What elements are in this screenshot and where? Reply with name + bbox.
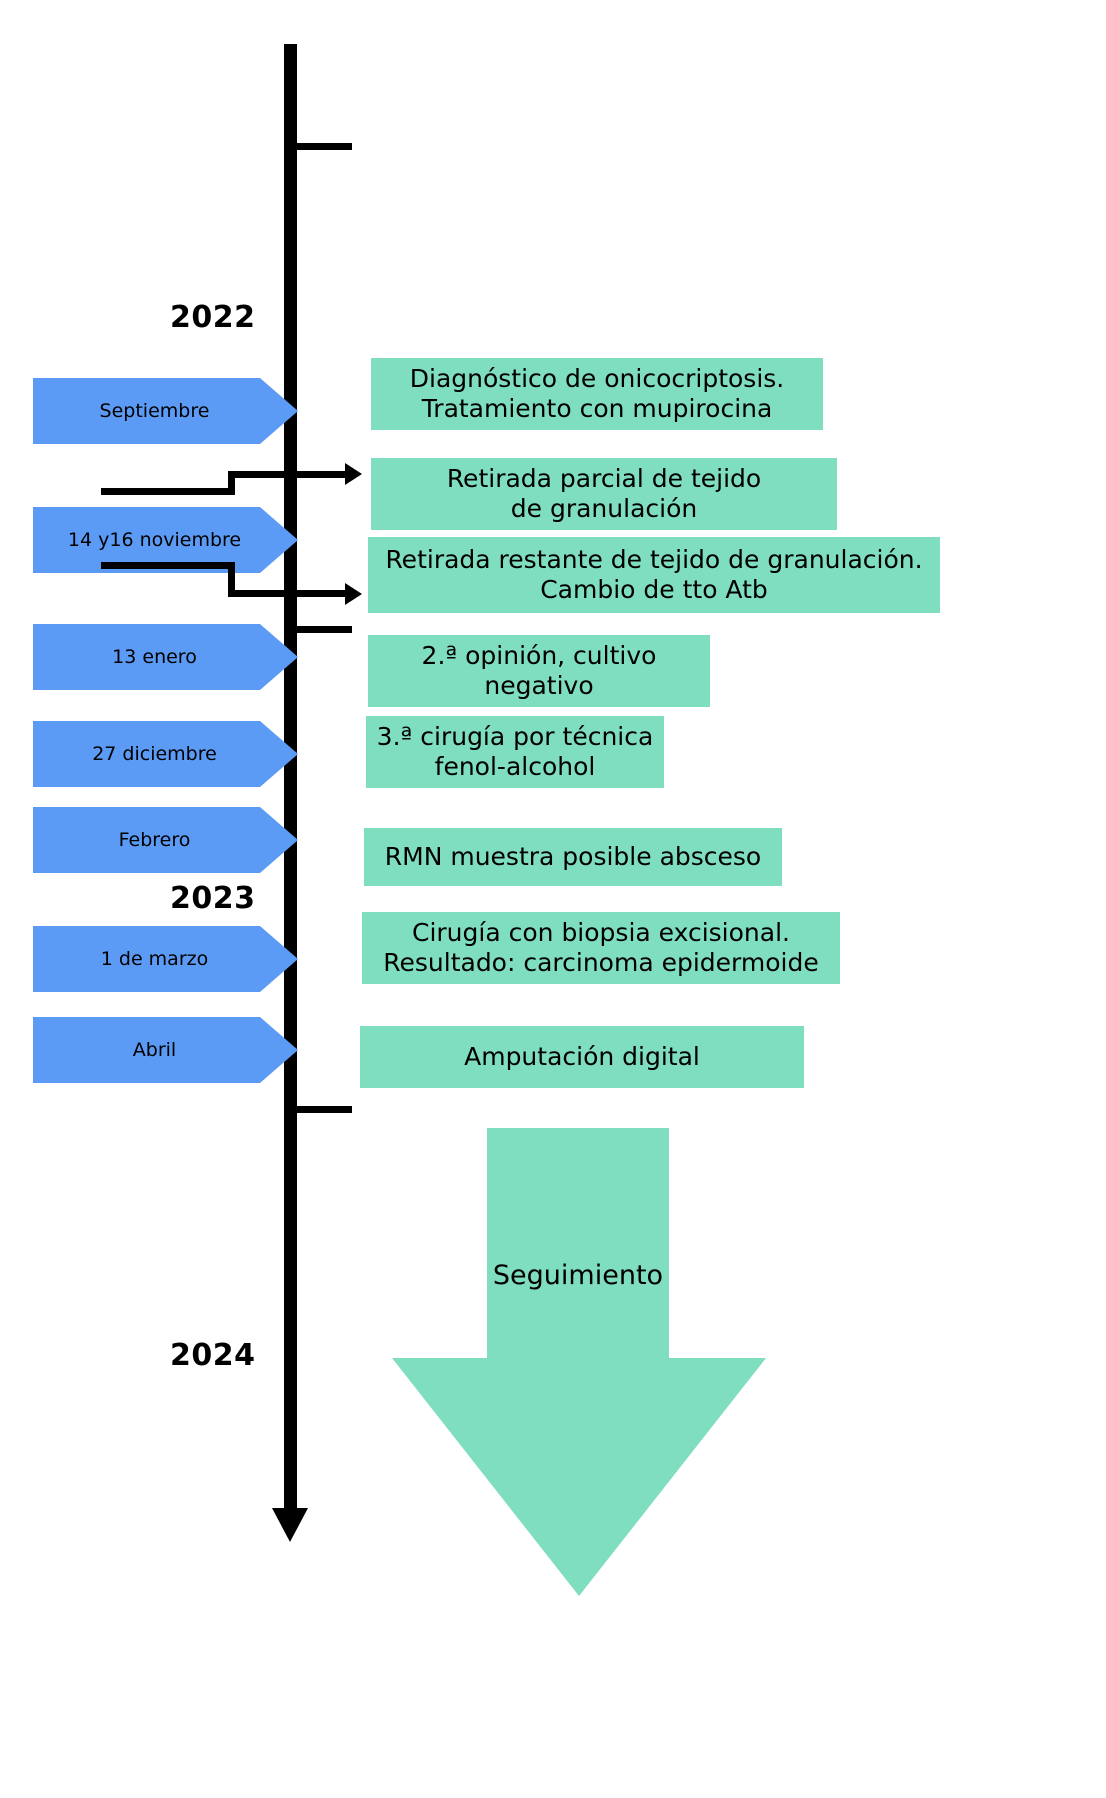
event-line-2: Tratamiento con mupirocina (421, 394, 773, 423)
date-chevron-marzo[interactable]: 1 de marzo (33, 926, 298, 992)
event-line-1: RMN muestra posible absceso (384, 841, 762, 871)
event-box-diagnostico[interactable]: Diagnóstico de onicocriptosis. Tratamien… (371, 358, 823, 430)
event-line-1: Retirada parcial de tejido (446, 463, 762, 493)
followup-arrow-head (392, 1358, 766, 1596)
event-box-retirada-parcial[interactable]: Retirada parcial de tejido de granulació… (371, 458, 837, 530)
date-chevron-febrero[interactable]: Febrero (33, 807, 298, 873)
date-chevron-label: 1 de marzo (100, 948, 209, 970)
axis-tick-top (290, 143, 352, 150)
date-chevron-label: 13 enero (112, 646, 197, 668)
connector-noviembre-1-segment-upper (228, 471, 348, 478)
followup-label: Seguimiento (492, 1260, 664, 1291)
year-label-2022: 2022 (170, 300, 256, 335)
event-line-1: Cirugía con biopsia excisional. (412, 917, 790, 947)
date-chevron-enero[interactable]: 13 enero (33, 624, 298, 690)
event-box-tercera-cirugia[interactable]: 3.ª cirugía por técnica fenol-alcohol (366, 716, 664, 788)
timeline-axis-shaft (284, 44, 297, 1514)
date-chevron-diciembre[interactable]: 27 diciembre (33, 721, 298, 787)
event-line-2: de granulación (510, 494, 698, 523)
date-chevron-septiembre[interactable]: Septiembre (33, 378, 298, 444)
date-chevron-label: 14 y16 noviembre (67, 529, 242, 551)
event-box-retirada-restante[interactable]: Retirada restante de tejido de granulaci… (368, 537, 940, 613)
event-line-1: 3.ª cirugía por técnica (376, 721, 654, 751)
event-box-biopsia[interactable]: Cirugía con biopsia excisional. Resultad… (362, 912, 840, 984)
date-chevron-abril[interactable]: Abril (33, 1017, 298, 1083)
connector-noviembre-2-arrowhead (345, 583, 362, 605)
axis-tick-bottom (290, 1106, 352, 1113)
axis-tick-enero (290, 626, 352, 633)
date-chevron-label: Febrero (118, 829, 191, 851)
connector-noviembre-1-segment-lower (101, 488, 235, 495)
event-line-1: 2.ª opinión, cultivo (421, 640, 657, 670)
event-box-rmn[interactable]: RMN muestra posible absceso (364, 828, 782, 886)
connector-noviembre-2-segment-upper (101, 562, 235, 569)
year-label-2024: 2024 (170, 1338, 256, 1373)
event-line-1: Amputación digital (464, 1041, 700, 1071)
event-line-2: Cambio de tto Atb (540, 575, 768, 604)
date-chevron-label: Abril (132, 1039, 177, 1061)
followup-arrow-shaft (487, 1128, 669, 1358)
connector-noviembre-1-riser (228, 471, 235, 495)
connector-noviembre-1-arrowhead (345, 463, 362, 485)
event-line-2: negativo (484, 671, 594, 700)
date-chevron-label: 27 diciembre (92, 743, 217, 765)
event-box-amputacion[interactable]: Amputación digital (360, 1026, 804, 1088)
timeline-axis-arrowhead (272, 1508, 308, 1542)
connector-noviembre-2-riser (228, 562, 235, 594)
connector-noviembre-2-segment-lower (228, 590, 348, 597)
year-label-2023: 2023 (170, 881, 256, 916)
event-line-2: Resultado: carcinoma epidermoide (383, 948, 819, 977)
date-chevron-label: Septiembre (99, 400, 210, 422)
event-box-segunda-opinion[interactable]: 2.ª opinión, cultivo negativo (368, 635, 710, 707)
event-line-1: Diagnóstico de onicocriptosis. (409, 363, 785, 393)
event-line-1: Retirada restante de tejido de granulaci… (385, 544, 923, 574)
event-line-2: fenol-alcohol (434, 752, 596, 781)
